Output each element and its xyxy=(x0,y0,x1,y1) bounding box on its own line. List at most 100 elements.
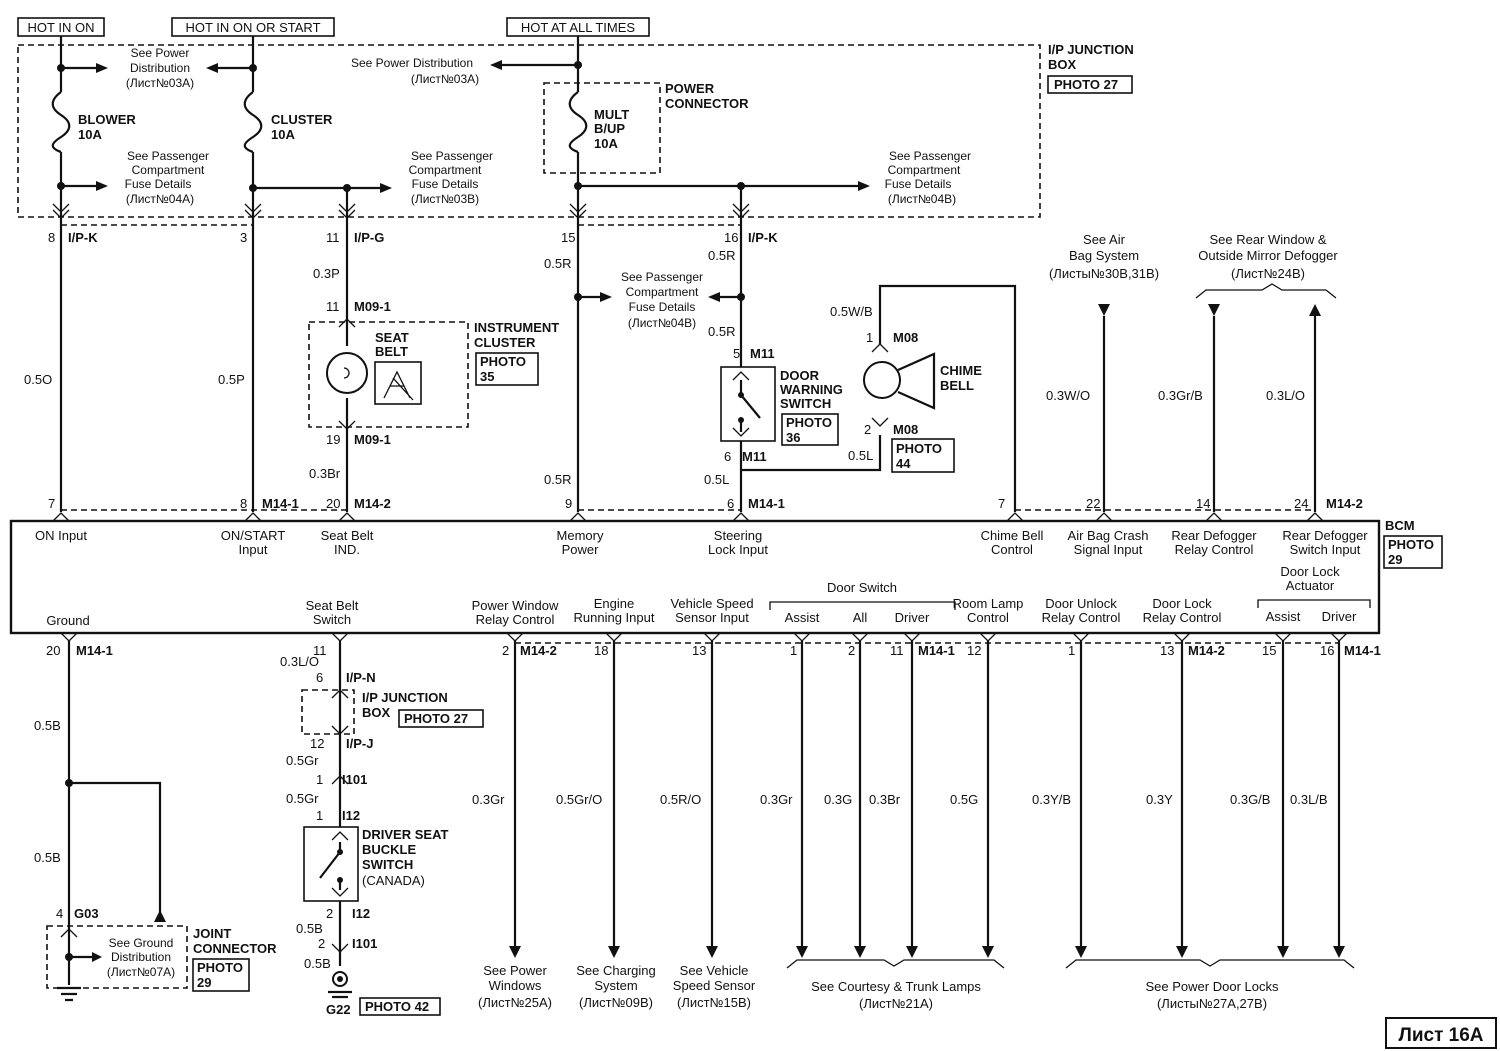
connector-chevron xyxy=(60,928,78,938)
arrow-pd-1 xyxy=(96,63,108,73)
bcm-label-unlock1: Door Unlock xyxy=(1045,596,1117,611)
cluster-photo-label2: 35 xyxy=(480,369,494,384)
pin-6-ipn: 6 xyxy=(316,670,323,685)
bcm-photo-label1: PHOTO xyxy=(1388,537,1434,552)
bcm-bconn-m141c: M14-1 xyxy=(1344,643,1381,658)
joint-photo-box xyxy=(192,958,250,992)
wire-label-03br: 0.3Br xyxy=(309,466,341,481)
pin-8: 8 xyxy=(48,230,55,245)
wire-label-03p: 0.3P xyxy=(313,266,340,281)
instrument-cluster-title1: INSTRUMENT xyxy=(474,320,559,335)
arrow-ground-dist xyxy=(92,952,102,962)
bcm-label-vss2: Sensor Input xyxy=(675,610,749,625)
bcm-bconn-m141: M14-1 xyxy=(76,643,113,658)
splice-dot xyxy=(737,293,745,301)
jb-lower-photo-label: PHOTO 27 xyxy=(404,711,468,726)
ref-pass-b1: See Passenger xyxy=(411,149,493,163)
bcm-label-eng2: Running Input xyxy=(574,610,655,625)
bcm-bconn-m141b: M14-1 xyxy=(918,643,955,658)
arrow-out xyxy=(1075,946,1087,958)
door-switch-label1: DOOR xyxy=(780,368,820,383)
bcm-pin-notch xyxy=(979,632,997,642)
g03-label: G03 xyxy=(74,906,99,921)
splice-dot xyxy=(57,182,65,190)
sheet-label: Лист 16A xyxy=(1398,1025,1483,1046)
connector-chevron xyxy=(331,943,349,953)
conn-m08b: M08 xyxy=(893,422,918,437)
bcm-label-ground: Ground xyxy=(46,613,89,628)
ref-ground2: Distribution xyxy=(111,950,171,964)
bcm-label-sbswitch1: Seat Belt xyxy=(306,598,359,613)
wire-label-05r-d: 0.5R xyxy=(708,324,735,339)
pin-16: 16 xyxy=(724,230,738,245)
bcm-bpin-2: 2 xyxy=(502,643,509,658)
seat-belt-label1: SEAT xyxy=(375,330,409,345)
connector-chevron xyxy=(331,725,349,735)
connector-chevron xyxy=(732,371,750,381)
pin-1-i101: 1 xyxy=(316,772,323,787)
ref-pass-d1: See Passenger xyxy=(621,270,703,284)
bcm-pin-notch xyxy=(1274,632,1292,642)
ref-pw1: See Power xyxy=(483,963,547,978)
bracket-door-locks xyxy=(1065,959,1355,969)
splice-dot xyxy=(574,61,582,69)
conn-m09: M09-1 xyxy=(354,299,391,314)
g22-photo-box xyxy=(359,997,441,1016)
fuse-mult-amp: 10A xyxy=(594,136,618,151)
cluster-gap xyxy=(337,346,357,398)
hot-in-on-label: HOT IN ON xyxy=(28,20,95,35)
bcm-label-on-start2: Input xyxy=(239,542,268,557)
bcm-pin-20: 20 xyxy=(326,496,340,511)
wire-label-05wb: 0.5W/B xyxy=(830,304,873,319)
fuse-blower-icon xyxy=(51,91,71,154)
conn-m08: M08 xyxy=(893,330,918,345)
ref-rear3: (Лист№24B) xyxy=(1231,266,1305,281)
bcm-pin-notch xyxy=(60,632,78,642)
arrow-ground-branch xyxy=(154,910,166,922)
bracket-courtesy xyxy=(786,959,1005,969)
bcm-label-rearrelay1: Rear Defogger xyxy=(1171,528,1257,543)
g22-photo-label: PHOTO 42 xyxy=(365,999,429,1014)
bcm-label-steering1: Steering xyxy=(714,528,762,543)
bcm-label-room1: Room Lamp xyxy=(953,596,1024,611)
bcm-pin-notch xyxy=(1306,512,1324,522)
ground-eyelet-center xyxy=(337,976,343,982)
bcm-label-pw1: Power Window xyxy=(472,598,559,613)
bcm-pin-notch xyxy=(338,512,356,522)
bcm-bpin-12: 12 xyxy=(967,643,981,658)
conn-m11b: M11 xyxy=(742,449,767,464)
bcm-conn-m142b: M14-2 xyxy=(1326,496,1363,511)
fuse-blower-amp: 10A xyxy=(78,127,102,142)
bcm-label-seatbelt2: IND. xyxy=(334,542,360,557)
bcm-pin-22: 22 xyxy=(1086,496,1100,511)
bcm-label-sbswitch2: Switch xyxy=(313,612,351,627)
door-switch-label2: WARNING xyxy=(780,382,843,397)
bcm-label-driver: Driver xyxy=(895,610,930,625)
cluster-photo-label1: PHOTO xyxy=(480,354,526,369)
lamp-filament-icon xyxy=(343,367,350,379)
fuse-mult-gap xyxy=(571,92,585,152)
conn-m09b: M09-1 xyxy=(354,432,391,447)
ref-rear2: Outside Mirror Defogger xyxy=(1198,248,1338,263)
door-photo-label2: 36 xyxy=(786,430,800,445)
ref-pass-d3: Fuse Details xyxy=(629,300,696,314)
arrow-out xyxy=(982,946,994,958)
bcm-label-airbag1: Air Bag Crash xyxy=(1068,528,1149,543)
pin-m11: 11 xyxy=(326,299,340,314)
bcm-conn-m142: M14-2 xyxy=(354,496,391,511)
arrow-rear-switch xyxy=(1309,304,1321,316)
arrow-out xyxy=(906,946,918,958)
wire-label-03gr-a: 0.3Gr xyxy=(472,792,505,807)
bracket-rear-defogger xyxy=(1195,283,1337,299)
bcm-pin-14: 14 xyxy=(1196,496,1210,511)
bcm-label-eng1: Engine xyxy=(594,596,634,611)
hot-at-all-times-label: HOT AT ALL TIMES xyxy=(521,20,635,35)
conn-i101b: I101 xyxy=(352,936,377,951)
connector-chevron xyxy=(871,417,889,427)
joint-label1: JOINT xyxy=(193,926,231,941)
bcm-bpin-2b: 2 xyxy=(848,643,855,658)
connector-chevron xyxy=(331,775,349,785)
ref-power-dist-b2: (Лист№03A) xyxy=(411,72,479,86)
wire-label-03lo: 0.3L/O xyxy=(1266,388,1305,403)
bcm-pin-notch xyxy=(331,632,349,642)
